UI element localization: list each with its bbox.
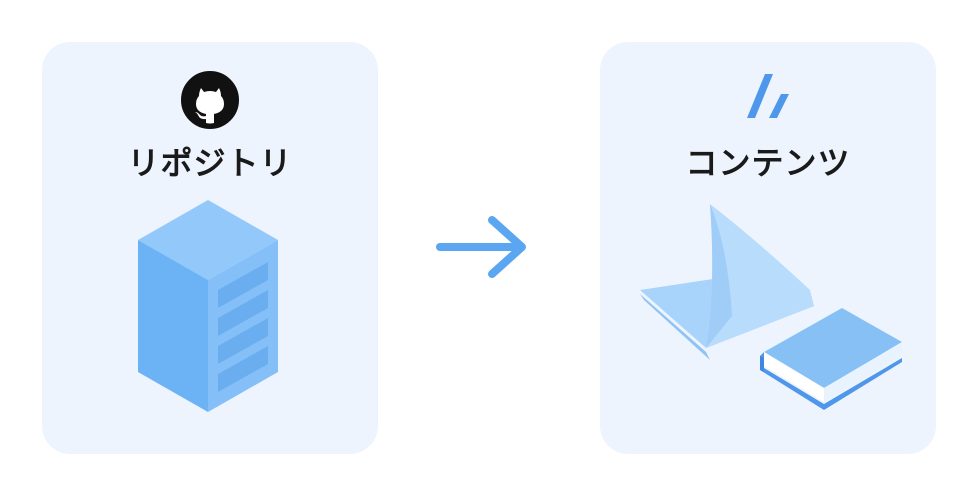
repository-title: リポジトリ <box>127 144 293 182</box>
content-title: コンテンツ <box>685 144 851 182</box>
repository-card: リポジトリ <box>42 42 378 454</box>
content-card: コンテンツ <box>600 42 936 454</box>
github-icon <box>181 71 239 133</box>
book-and-pages-icon <box>636 198 902 424</box>
server-tower-icon <box>136 194 282 420</box>
double-slash-logo-icon <box>743 72 793 126</box>
arrow-right-icon <box>436 212 530 286</box>
